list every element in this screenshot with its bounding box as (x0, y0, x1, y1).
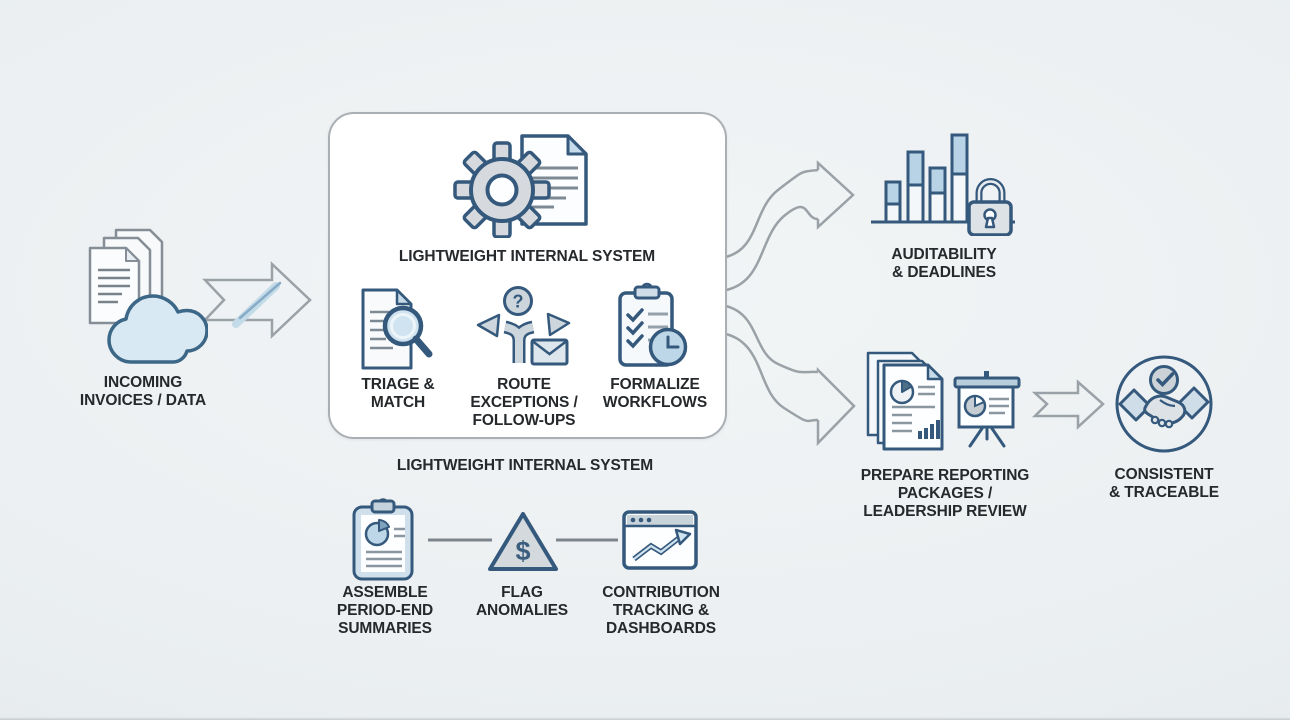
summary-lines (366, 527, 405, 568)
system-title: LIGHTWEIGHT INTERNAL SYSTEM (398, 248, 656, 265)
flag-label: FLAG ANOMALIES (475, 584, 569, 619)
gear (453, 141, 551, 238)
incoming-label: INCOMING INVOICES / DATA (79, 374, 207, 409)
document-magnifier-icon (361, 288, 433, 370)
branching-arrows-icon: ? (476, 286, 571, 366)
presentation-easel (953, 371, 1021, 448)
assemble-label: ASSEMBLE PERIOD-END SUMMARIES (336, 584, 434, 637)
split-paths (476, 312, 571, 363)
block-arrow-swoosh (232, 281, 282, 328)
cloud-icon (107, 294, 208, 364)
documents-cloud-icon (88, 228, 208, 364)
dollar-glyph: $ (515, 536, 530, 566)
curved-arrow-up-icon (720, 160, 855, 293)
window-dots (630, 517, 652, 523)
gear-document-icon (453, 134, 588, 238)
check-badge (1149, 365, 1179, 395)
contribution-label: CONTRIBUTION TRACKING & DASHBOARDS (602, 584, 720, 637)
bars (884, 133, 969, 224)
dashboard-window-icon (622, 510, 698, 570)
pie-chart (364, 519, 390, 547)
checkmarks (626, 308, 644, 349)
handshake-check-icon (1115, 355, 1213, 453)
curved-arrow-down-icon (720, 303, 856, 447)
svg-text:?: ? (513, 292, 524, 312)
magnifier (382, 305, 433, 358)
reporting-label: PREPARE REPORTING PACKAGES / LEADERSHIP … (860, 467, 1030, 520)
feature-triage-label: TRIAGE & MATCH (361, 376, 435, 411)
lock (967, 178, 1013, 236)
bar-chart-lock-icon (871, 133, 1015, 236)
easel-legs (968, 425, 1006, 448)
feature-formalize-label: FORMALIZE WORKFLOWS (602, 376, 708, 411)
consistent-label: CONSISTENT & TRACEABLE (1109, 466, 1219, 501)
report-stack (866, 351, 944, 451)
handshake (1118, 386, 1210, 429)
auditability-label: AUDITABILITY & DEADLINES (891, 246, 997, 281)
envelope-icon (530, 338, 569, 366)
report-stack-easel-icon (866, 351, 1021, 451)
small-block-arrow-icon (1031, 379, 1105, 430)
system-caption: LIGHTWEIGHT INTERNAL SYSTEM (396, 457, 654, 474)
mini-bar-chart (918, 420, 940, 439)
clipboard-piechart-icon (352, 498, 414, 581)
clock (648, 327, 688, 367)
feature-route-label: ROUTE EXCEPTIONS / FOLLOW-UPS (470, 376, 578, 429)
clipboard-clock-icon (618, 282, 688, 367)
document-text-lines (370, 310, 393, 350)
trend-arrow (632, 528, 692, 562)
document-text-lines (98, 268, 130, 304)
block-arrow-icon (202, 261, 312, 339)
warning-triangle-dollar-icon: $ (488, 512, 558, 571)
question-circle: ? (503, 286, 533, 316)
